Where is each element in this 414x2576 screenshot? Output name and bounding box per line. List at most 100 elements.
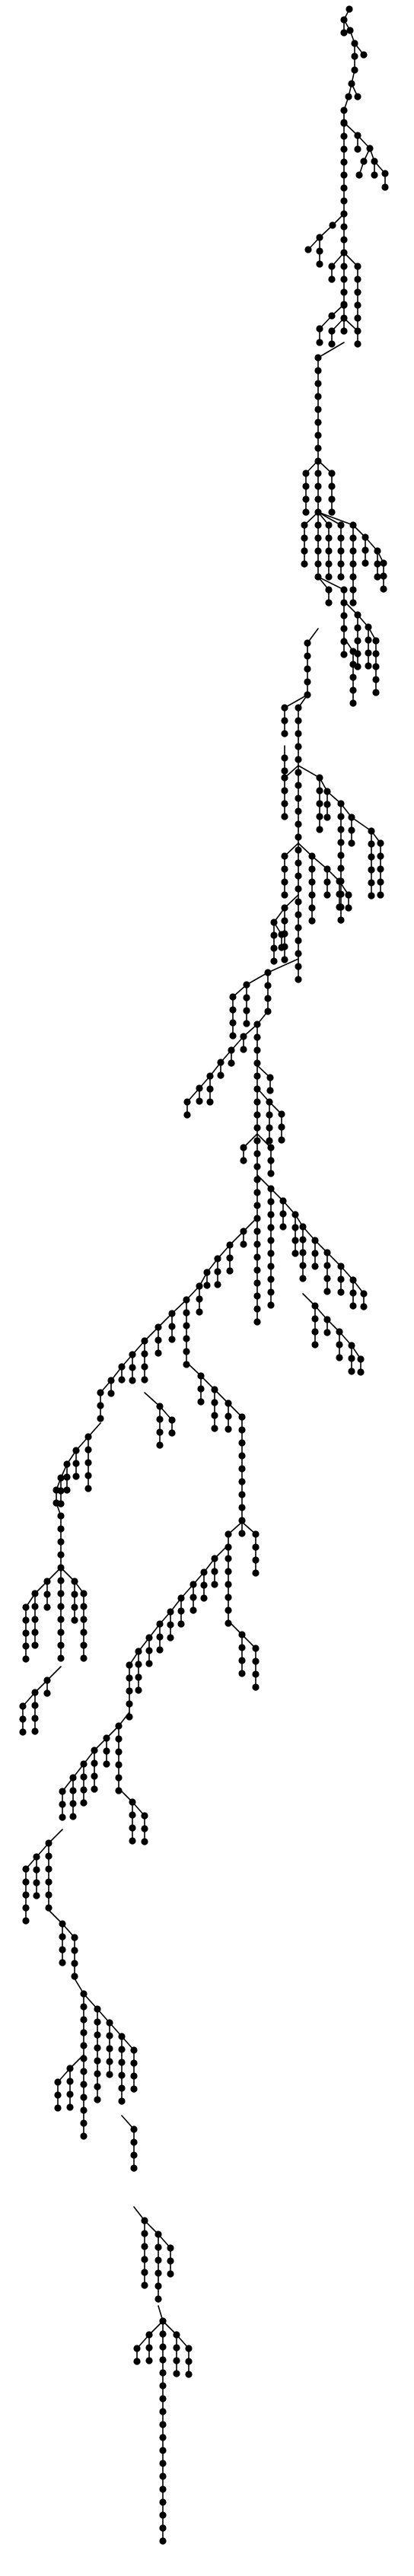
tree-node (295, 963, 302, 970)
tree-node (336, 890, 343, 898)
tree-node (141, 1350, 148, 1358)
tree-node (106, 2019, 113, 2027)
tree-node (225, 1581, 232, 1588)
tree-node (80, 1641, 88, 1649)
tree-node (156, 1646, 164, 1654)
tree-node (354, 288, 361, 296)
tree-node (328, 482, 336, 490)
tree-node (267, 1198, 275, 1205)
tree-node (185, 2371, 193, 2378)
tree-node (22, 1917, 30, 1925)
tree-node (278, 931, 285, 938)
tree-node (349, 560, 357, 568)
tree-node (348, 1368, 355, 1375)
tree-node (57, 1590, 65, 1597)
tree-node (348, 839, 355, 847)
tree-node (43, 1676, 51, 1684)
tree-node (53, 1499, 60, 1507)
tree-node (80, 2119, 88, 2127)
tree-node (159, 2537, 167, 2545)
tree-node (69, 1787, 77, 1794)
tree-node (253, 1059, 261, 1067)
tree-node (118, 2059, 126, 2066)
tree-node (340, 223, 348, 231)
tree-node (72, 1460, 80, 1467)
tree-node (314, 547, 322, 555)
tree-node (349, 1276, 357, 1284)
tree-node (314, 495, 322, 503)
tree-node (252, 1556, 260, 1564)
tree-node (337, 521, 345, 529)
tree-node (197, 1372, 205, 1380)
tree-edge (351, 817, 372, 832)
tree-node (33, 1892, 40, 1899)
tree-edge (317, 342, 345, 358)
tree-node (135, 1673, 142, 1681)
tree-node (340, 107, 348, 114)
tree-node (238, 1439, 246, 1447)
tree-node (159, 2369, 167, 2377)
tree-node (314, 354, 322, 361)
tree-node (295, 807, 302, 815)
tree-node (229, 993, 237, 1001)
tree-node (365, 623, 372, 631)
tree-node (159, 2511, 167, 2519)
tree-node (340, 275, 348, 283)
tree-node (72, 1473, 80, 1480)
tree-node (141, 2243, 148, 2250)
tree-node (304, 691, 311, 699)
tree-node (91, 1785, 98, 1793)
tree-node (80, 1590, 88, 1597)
tree-node (328, 508, 336, 516)
tree-node (168, 1336, 176, 1343)
tree-node (129, 1364, 136, 1371)
tree-node (336, 877, 343, 885)
tree-node (281, 904, 288, 912)
tree-node (267, 1144, 275, 1151)
tree-node (206, 1085, 214, 1093)
tree-node (253, 1176, 261, 1183)
tree-node (80, 2094, 88, 2101)
tree-edge (298, 765, 320, 779)
tree-node (337, 800, 345, 807)
tree-node (118, 1363, 126, 1371)
tree-node (173, 2344, 180, 2352)
tree-node (57, 1616, 65, 1623)
tree-node (130, 2046, 138, 2054)
tree-node (103, 1760, 110, 1768)
tree-edge (246, 972, 269, 986)
tree-node (118, 2071, 126, 2079)
tree-node (189, 1606, 197, 1614)
tree-node (349, 534, 357, 542)
tree-node (156, 1620, 164, 1628)
tree-node (354, 132, 361, 139)
tree-node (365, 662, 372, 670)
tree-node (281, 917, 288, 925)
tree-node (355, 171, 363, 179)
tree-node (337, 547, 345, 555)
tree-node (253, 1021, 261, 1028)
tree-node (325, 586, 333, 594)
tree-node (211, 1386, 218, 1393)
tree-node (325, 521, 333, 529)
tree-node (354, 145, 361, 153)
tree-node (266, 1137, 273, 1145)
tree-node (361, 546, 369, 554)
tree-node (141, 1337, 148, 1345)
tree-node (214, 1281, 221, 1288)
tree-node (43, 1603, 51, 1611)
tree-node (270, 957, 278, 965)
tree-node (177, 1620, 185, 1628)
tree-node (141, 1376, 148, 1384)
tree-node (301, 560, 308, 568)
tree-node (337, 839, 345, 846)
tree-node (238, 1478, 246, 1485)
tree-node (253, 1279, 261, 1287)
tree-node (323, 814, 331, 821)
tree-node (45, 1852, 53, 1860)
tree-node (243, 1020, 250, 1027)
tree-node (197, 1385, 205, 1393)
tree-node (323, 1288, 331, 1295)
tree-node (84, 1433, 92, 1441)
tree-node (267, 1263, 275, 1270)
